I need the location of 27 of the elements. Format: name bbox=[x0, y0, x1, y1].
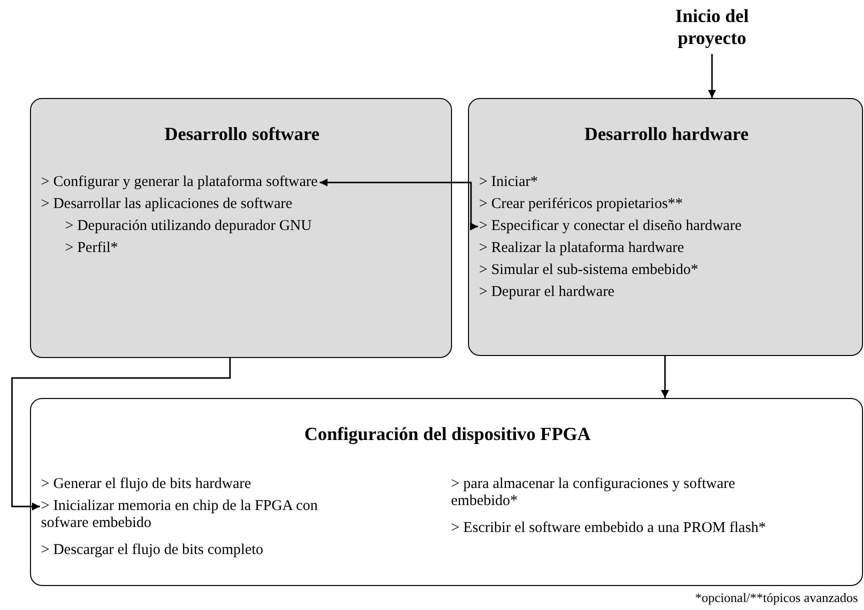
box-heading: Desarrollo hardware bbox=[583, 124, 750, 146]
process-box bbox=[468, 98, 863, 356]
list-item: > para almacenar la configuraciones y software embebido* bbox=[451, 476, 736, 510]
box-heading: Configuración del dispositivo FPGA bbox=[303, 424, 592, 446]
list-item: > Configurar y generar la plataforma software bbox=[41, 174, 318, 191]
process-box bbox=[30, 98, 452, 358]
footnote: *opcional/**tópicos avanzados bbox=[695, 590, 858, 606]
list-item: > Depuración utilizando depurador GNU bbox=[65, 218, 313, 235]
arrow bbox=[11, 358, 231, 510]
list-item: > Depurar el hardware bbox=[479, 284, 616, 301]
list-item: > Perfil* bbox=[65, 240, 120, 257]
list-item: > Simular el sub-sistema embebido* bbox=[479, 262, 700, 279]
list-item: > Realizar la plataforma hardware bbox=[479, 240, 686, 257]
list-item: > Desarrollar las aplicaciones de software bbox=[41, 196, 294, 213]
list-item: > Iniciar* bbox=[479, 174, 539, 191]
list-item: > Generar el flujo de bits hardware bbox=[41, 476, 252, 493]
list-item: > Descargar el flujo de bits completo bbox=[41, 542, 264, 559]
list-item: > Especificar y conectar el diseño hardware bbox=[479, 218, 742, 235]
list-item: > Crear periféricos propietarios** bbox=[479, 196, 684, 213]
list-item: > Inicializar memoria en chip de la FPGA con sofware embebido bbox=[41, 498, 341, 532]
box-heading: Desarrollo software bbox=[164, 124, 320, 146]
arrow bbox=[661, 356, 669, 398]
start-label: Inicio del proyecto bbox=[650, 6, 774, 50]
list-item: > Escribir el software embebido a una PROM flash* bbox=[451, 520, 768, 537]
process-box bbox=[30, 398, 863, 586]
arrow bbox=[320, 178, 478, 230]
arrow bbox=[708, 54, 716, 98]
